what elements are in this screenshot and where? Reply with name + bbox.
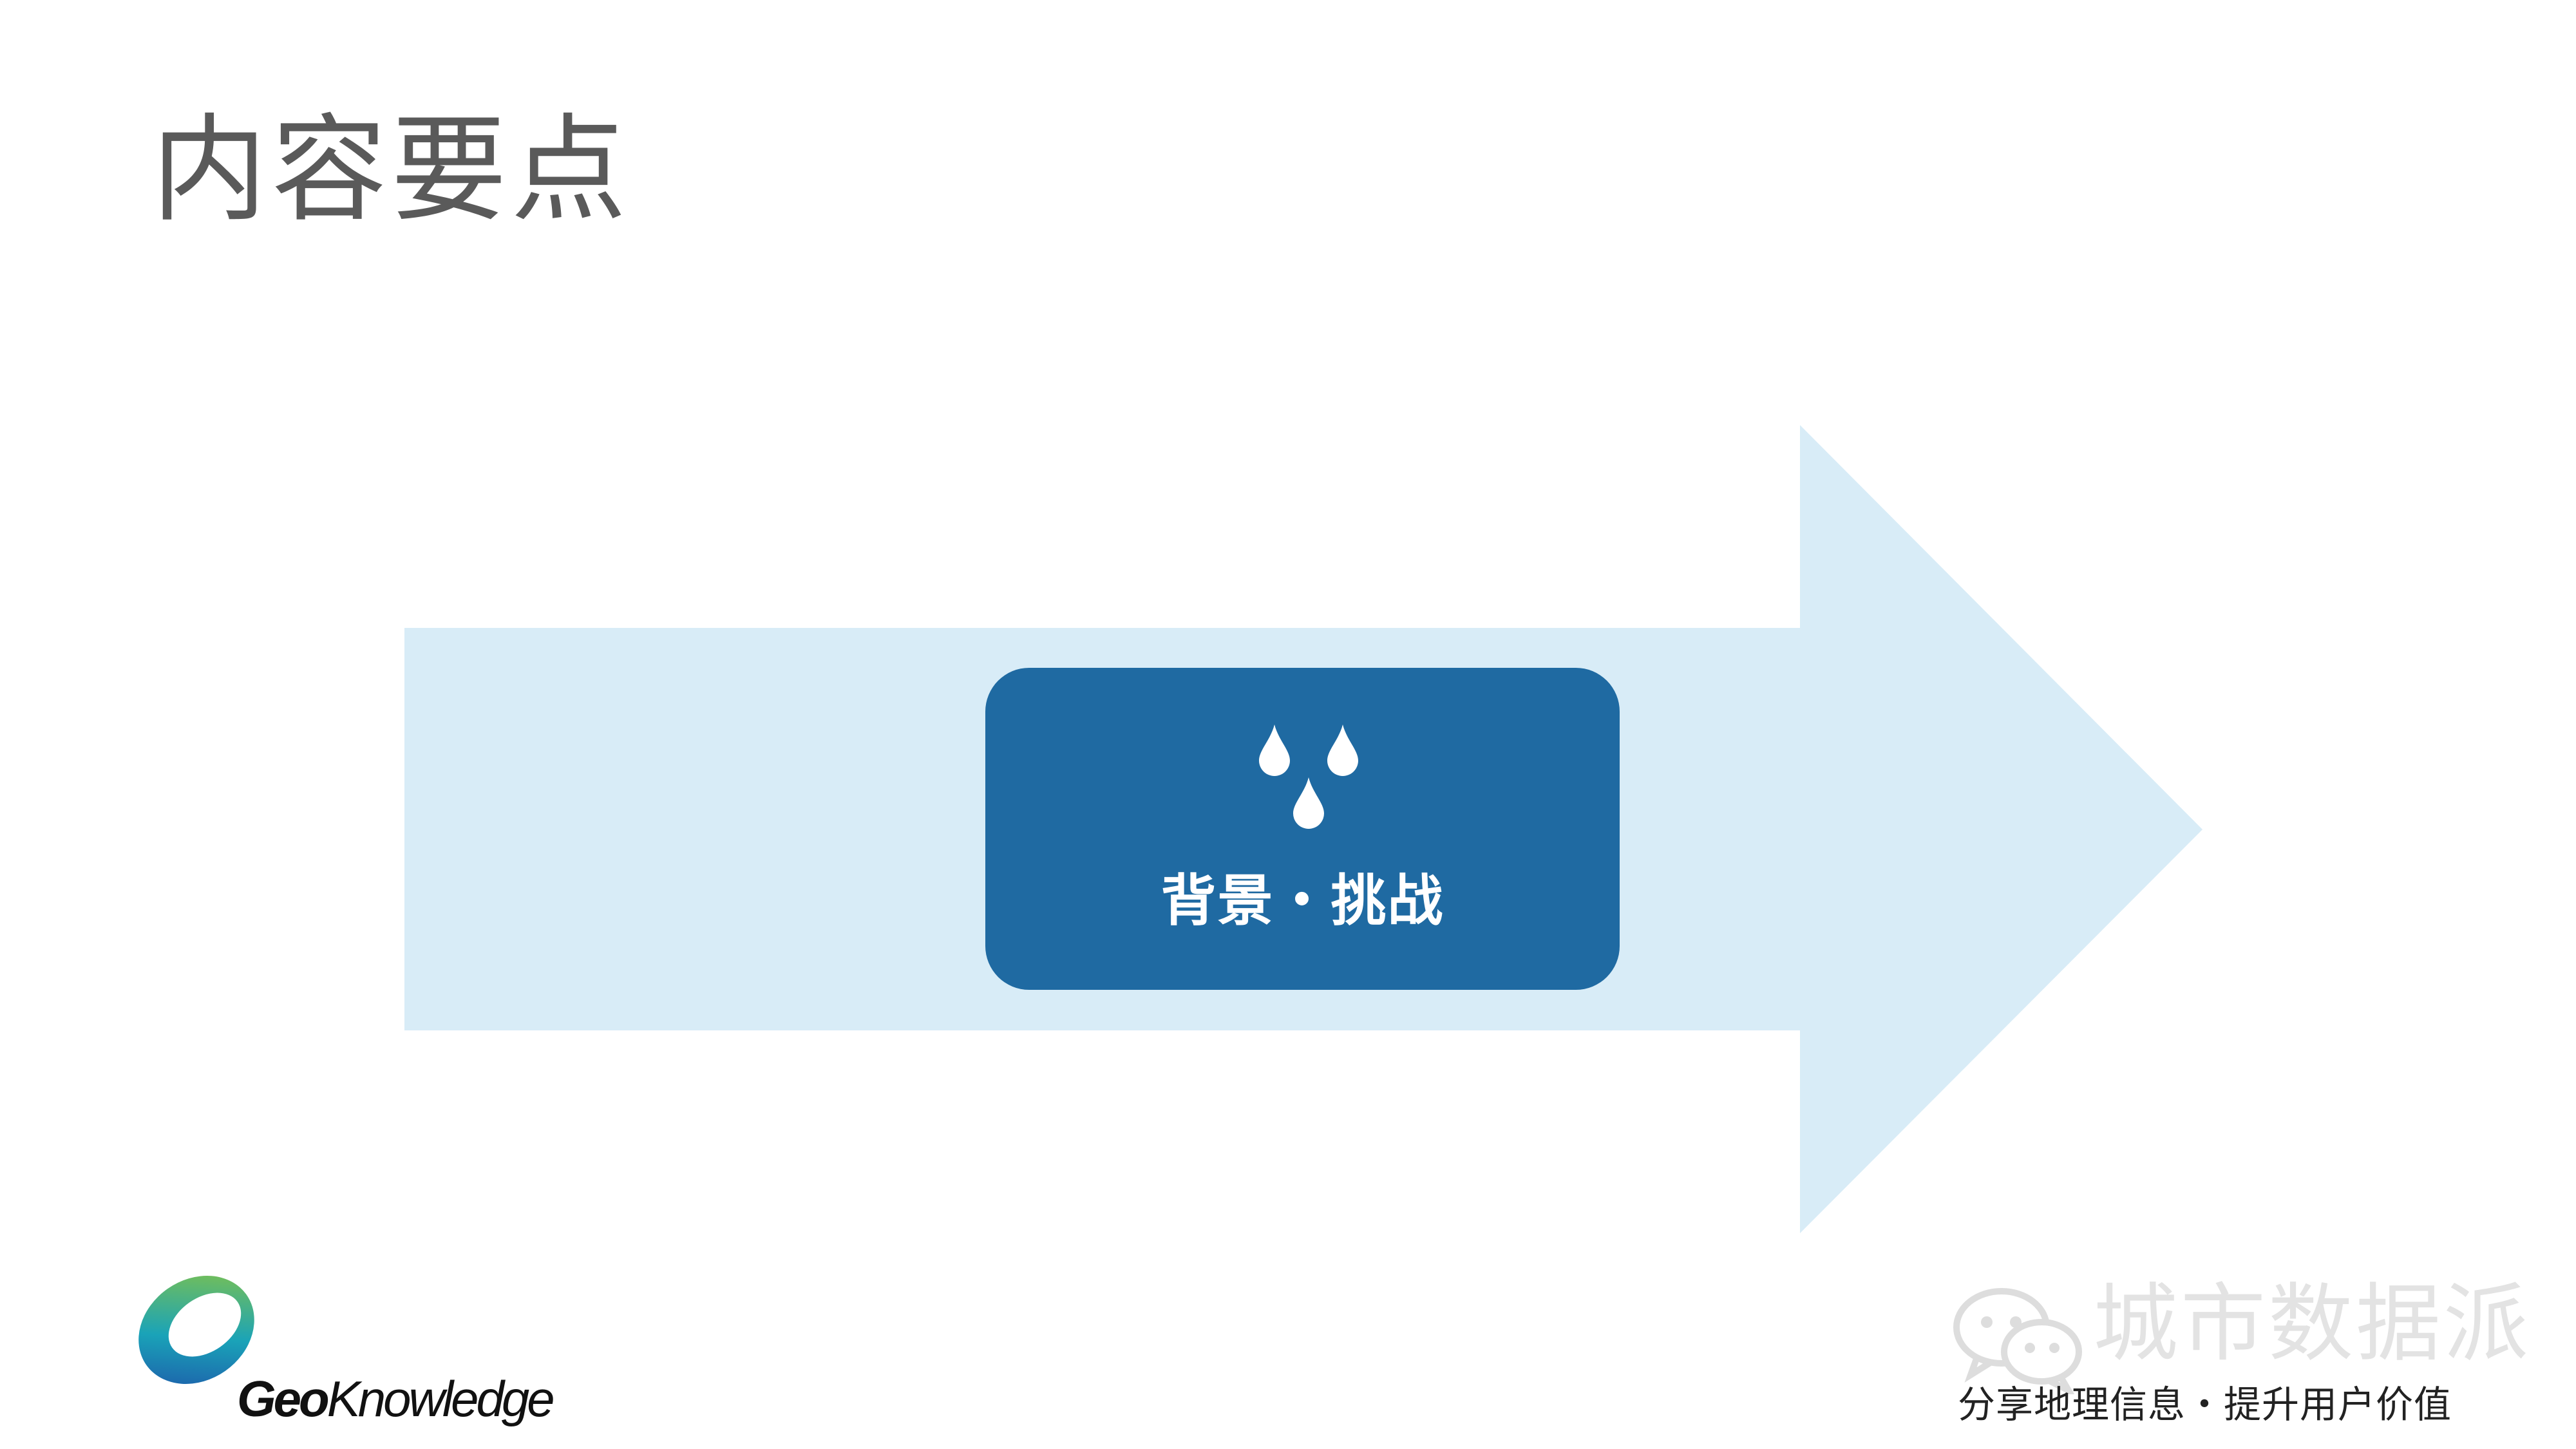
- logo-text-geo: Geo: [237, 1370, 330, 1427]
- section-card[interactable]: [985, 668, 1620, 990]
- section-label: 背景・挑战: [1160, 869, 1444, 933]
- watermark-slogan: 分享地理信息・提升用户价值: [1958, 1383, 2452, 1426]
- geoknowledge-logo-icon: [138, 1276, 254, 1384]
- water-drops-icon: [1259, 724, 1358, 829]
- page-title: 内容要点: [151, 103, 631, 238]
- logo-text-knowledge: Knowledge: [327, 1370, 555, 1427]
- logo-wordmark: GeoKnowledge: [237, 1374, 555, 1424]
- watermark-brand-name: 城市数据派: [2093, 1274, 2531, 1374]
- wechat-icon: [1953, 1288, 2082, 1394]
